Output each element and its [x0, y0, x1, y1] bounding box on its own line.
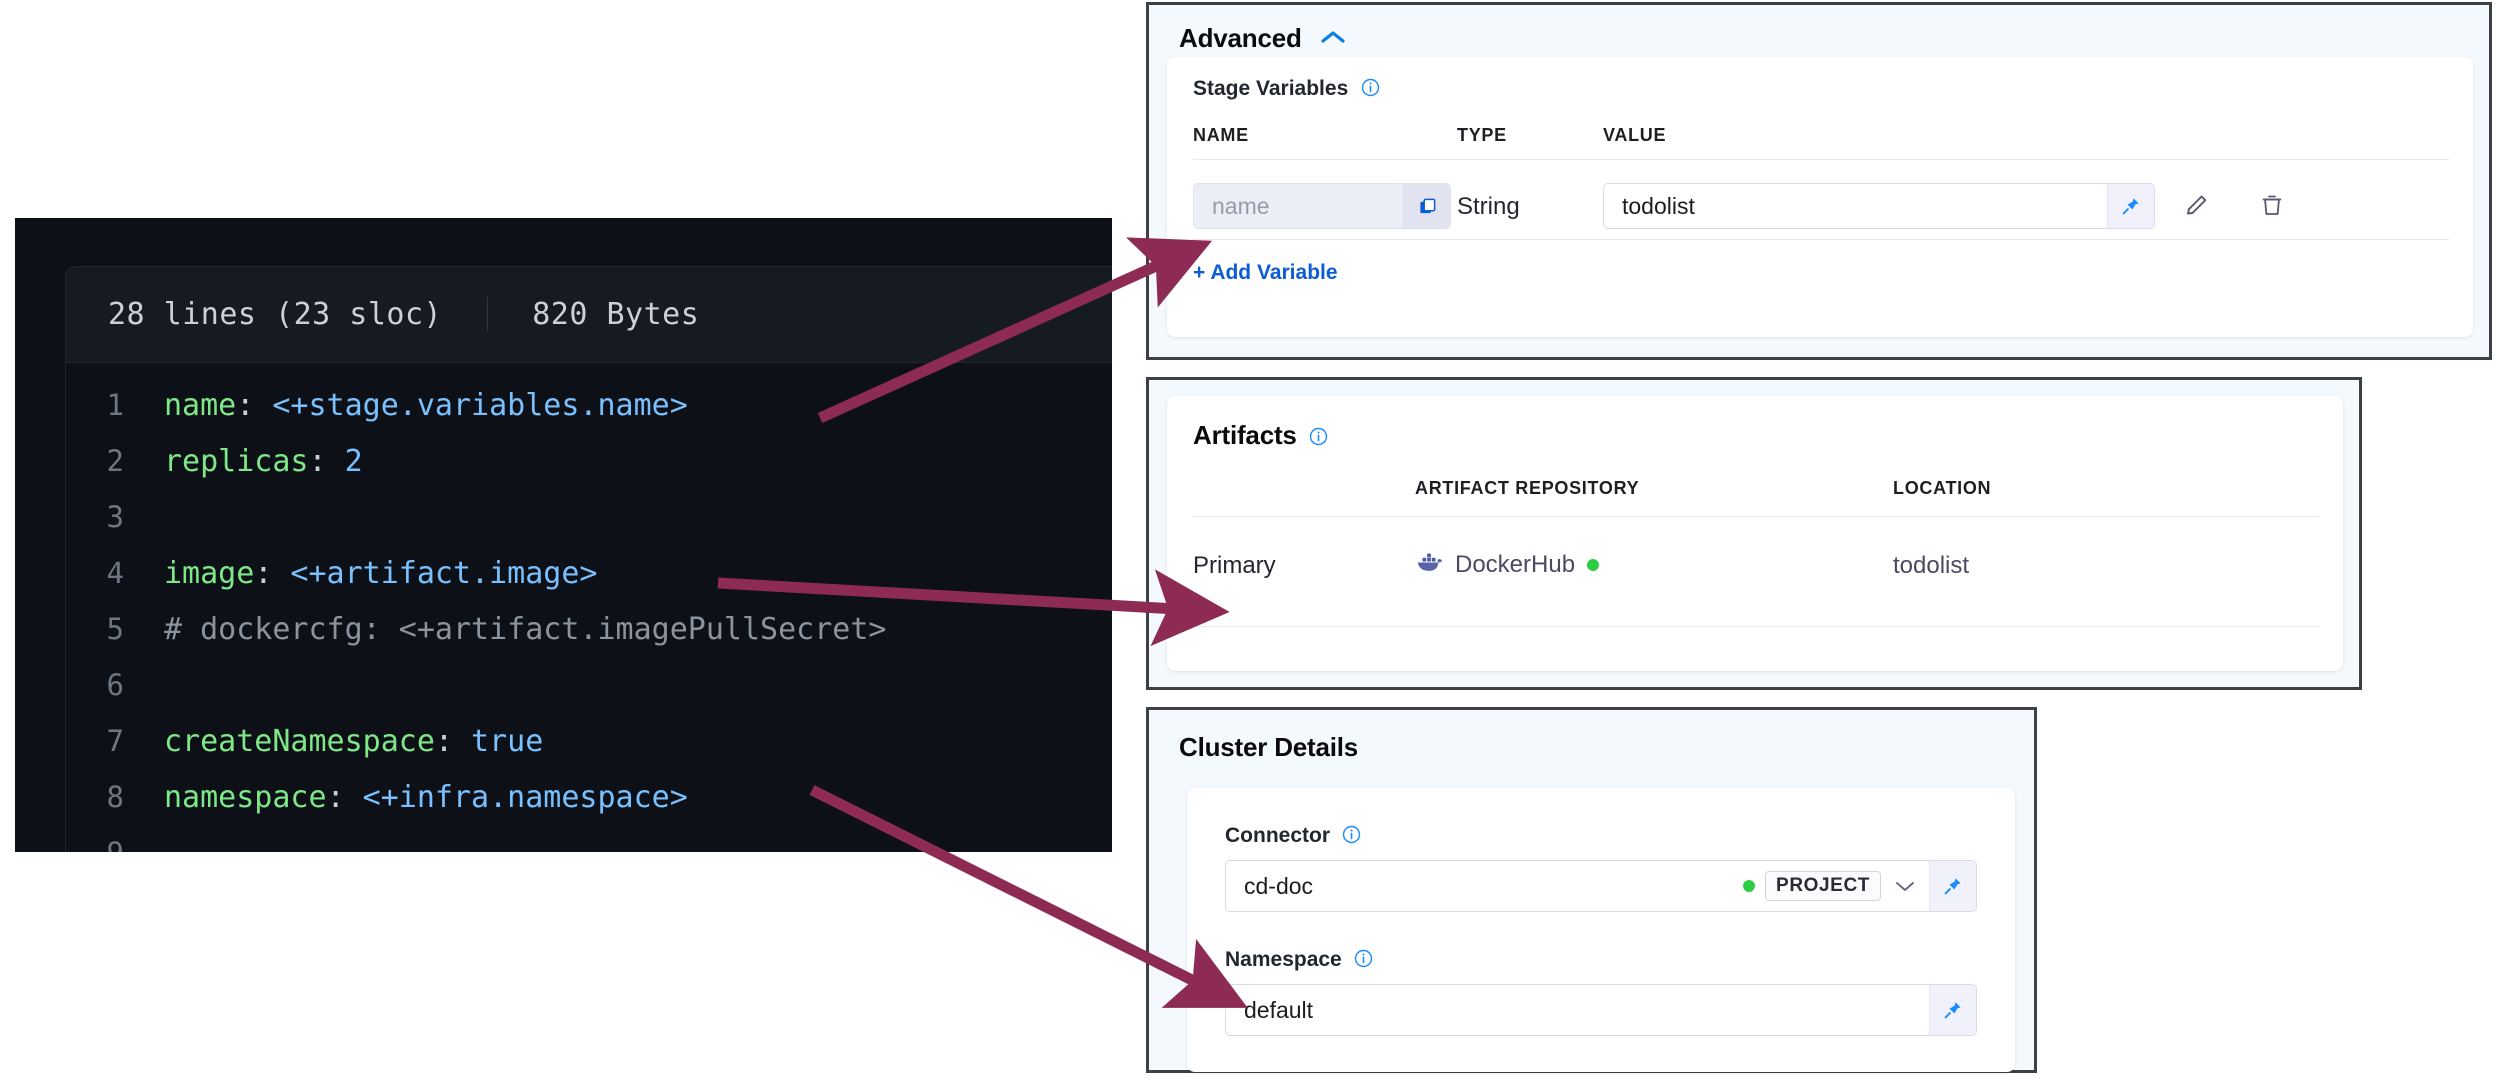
variable-type-value: String	[1457, 193, 1520, 220]
info-icon[interactable]	[1361, 78, 1380, 102]
variable-value-text: todolist	[1622, 192, 1695, 219]
code-line: 5 # dockercfg: <+artifact.imagePullSecret…	[66, 601, 1112, 657]
cluster-details-title: Cluster Details	[1179, 732, 1359, 762]
code-line: 9	[66, 825, 1112, 852]
connector-label-row: Connector	[1225, 824, 1361, 849]
scope-tag: PROJECT	[1765, 871, 1881, 901]
trash-icon[interactable]	[2258, 191, 2286, 219]
code-line-number: 9	[66, 825, 164, 852]
info-icon[interactable]	[1309, 427, 1328, 451]
advanced-panel: Advanced Stage Variables NAME TYPE VALUE…	[1146, 2, 2492, 360]
artifact-location: todolist	[1893, 552, 1970, 579]
artifact-repository-cell[interactable]: DockerHub	[1415, 550, 1600, 579]
code-line-number: 4	[106, 556, 124, 590]
code-line-text: image: <+artifact.image>	[164, 556, 598, 591]
stage-variables-label: Stage Variables	[1193, 77, 1349, 100]
row-divider	[1193, 239, 2449, 240]
docker-icon	[1415, 550, 1443, 579]
code-lines: 1 name: <+stage.variables.name> 2 replicas:…	[66, 363, 1112, 852]
stage-variables-label-row: Stage Variables	[1193, 77, 1380, 102]
pencil-icon[interactable]	[2183, 191, 2211, 219]
chevron-up-icon[interactable]	[1320, 29, 1346, 50]
code-card: 28 lines (23 sloc) 820 Bytes 1 name: <+st…	[65, 266, 1112, 852]
meta-divider	[486, 297, 488, 331]
code-line: 6	[66, 657, 1112, 713]
namespace-value: default	[1244, 996, 1314, 1023]
pin-icon[interactable]	[1929, 985, 1976, 1035]
code-line: 2 replicas: 2	[66, 433, 1112, 489]
artifacts-title: Artifacts	[1193, 420, 1297, 450]
cluster-details-card: Connector cd-doc PROJECT Namespace defau…	[1187, 788, 2015, 1072]
artifact-repository-name: DockerHub	[1455, 550, 1576, 578]
chevron-down-icon[interactable]	[1881, 879, 1929, 893]
code-line: 3	[66, 489, 1112, 545]
table-row: Primary DockerHub todolist	[1193, 534, 2319, 604]
connector-input[interactable]: cd-doc PROJECT	[1225, 860, 1977, 912]
code-line-number: 2	[106, 444, 124, 478]
namespace-label-row: Namespace	[1225, 948, 1373, 973]
header-divider	[1193, 516, 2319, 517]
artifact-type: Primary	[1193, 552, 1276, 579]
row-divider	[1193, 626, 2319, 627]
variable-value-input[interactable]: todolist	[1603, 183, 2155, 229]
code-line-text: createNamespace: true	[164, 724, 544, 759]
stage-variables-card: Stage Variables NAME TYPE VALUE name Str…	[1167, 57, 2473, 337]
status-dot-icon	[1587, 558, 1600, 571]
variable-name-placeholder: name	[1212, 192, 1270, 219]
code-line-text: namespace: <+infra.namespace>	[164, 780, 688, 815]
code-line-number: 5	[106, 612, 124, 646]
header-divider	[1193, 159, 2449, 160]
status-dot-icon	[1743, 880, 1756, 892]
add-variable-button[interactable]: + Add Variable	[1193, 261, 1338, 284]
column-header-value: VALUE	[1603, 125, 1667, 145]
table-row: name String todolist	[1193, 175, 2449, 237]
column-header-artifact-repository: ARTIFACT REPOSITORY	[1415, 478, 1640, 498]
column-header-name: NAME	[1193, 125, 1249, 145]
code-line-number: 6	[106, 668, 124, 702]
info-icon[interactable]	[1342, 825, 1361, 849]
code-line: 4 image: <+artifact.image>	[66, 545, 1112, 601]
column-header-type: TYPE	[1457, 125, 1507, 145]
namespace-label: Namespace	[1225, 948, 1342, 971]
column-header-location: LOCATION	[1893, 478, 1992, 498]
namespace-input[interactable]: default	[1225, 984, 1977, 1036]
connector-label: Connector	[1225, 824, 1330, 847]
pin-icon[interactable]	[2107, 184, 2154, 228]
advanced-title: Advanced	[1179, 23, 1302, 53]
artifacts-panel: Artifacts ARTIFACT REPOSITORY LOCATION P…	[1146, 377, 2362, 690]
code-file-meta-bar: 28 lines (23 sloc) 820 Bytes	[66, 267, 1112, 363]
code-line-count: 28 lines (23 sloc)	[108, 297, 443, 332]
code-line-number: 1	[106, 388, 124, 422]
artifacts-card: Artifacts ARTIFACT REPOSITORY LOCATION P…	[1167, 396, 2343, 671]
code-line-number: 8	[106, 780, 124, 814]
artifacts-label-row: Artifacts	[1193, 420, 1328, 451]
code-line-number: 3	[106, 500, 124, 534]
code-file-size: 820 Bytes	[532, 297, 700, 332]
code-line-number: 7	[106, 724, 124, 758]
code-line-text: name: <+stage.variables.name>	[164, 388, 688, 423]
cluster-details-header: Cluster Details	[1179, 732, 1358, 763]
code-viewer-panel: 28 lines (23 sloc) 820 Bytes 1 name: <+st…	[15, 218, 1112, 852]
connector-value: cd-doc	[1244, 872, 1314, 899]
code-line: 1 name: <+stage.variables.name>	[66, 377, 1112, 433]
advanced-header[interactable]: Advanced	[1179, 23, 1346, 54]
code-line: 7 createNamespace: true	[66, 713, 1112, 769]
info-icon[interactable]	[1354, 949, 1373, 973]
pin-icon[interactable]	[1929, 861, 1976, 911]
code-line-text: replicas: 2	[164, 444, 363, 479]
copy-icon[interactable]	[1403, 184, 1450, 228]
variable-name-input[interactable]: name	[1193, 183, 1451, 229]
cluster-details-panel: Cluster Details Connector cd-doc PROJECT…	[1146, 707, 2037, 1073]
code-line-text: # dockercfg: <+artifact.imagePullSecret>	[164, 612, 887, 647]
code-line: 8 namespace: <+infra.namespace>	[66, 769, 1112, 825]
